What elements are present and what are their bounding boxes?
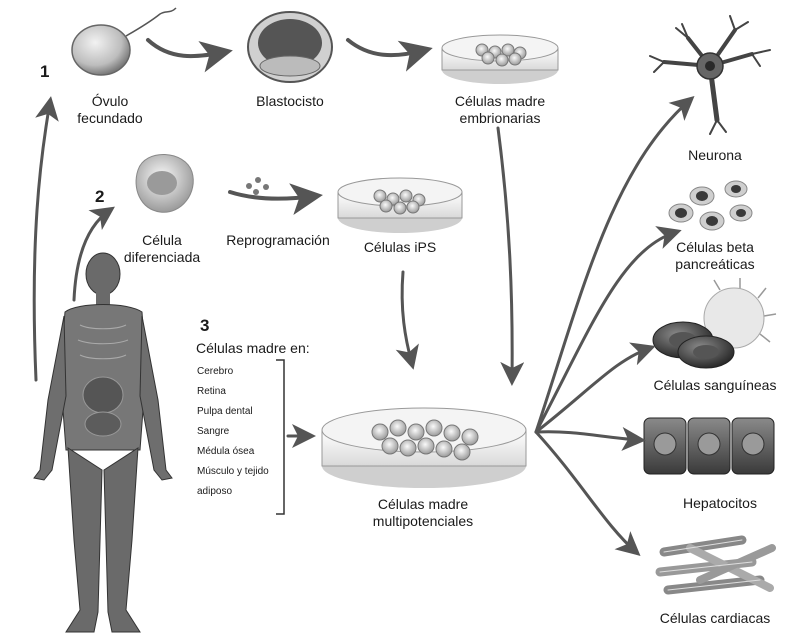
fertilized-egg-icon	[72, 8, 176, 75]
label-beta-line2: pancreáticas	[655, 256, 775, 273]
label-beta-cells: Células beta pancreáticas	[655, 239, 775, 273]
label-fertilized-egg-line1: Óvulo	[60, 93, 160, 110]
label-embryonic-line2: embrionarias	[440, 110, 560, 127]
label-differentiated-line2: diferenciada	[112, 249, 212, 266]
source-item: Músculo y tejido	[197, 462, 269, 482]
sources-bracket	[276, 360, 284, 514]
label-multipotent-line1: Células madre	[363, 496, 483, 513]
hepatocytes-icon	[644, 418, 774, 474]
label-hepatocytes: Hepatocitos	[660, 495, 780, 512]
cardiac-cells-icon	[660, 540, 772, 590]
label-blastocyst: Blastocisto	[240, 93, 340, 110]
label-differentiated-cell: Célula diferenciada	[112, 232, 212, 266]
step-number-2: 2	[95, 187, 104, 207]
label-embryonic-line1: Células madre	[440, 93, 560, 110]
label-beta-line1: Células beta	[655, 239, 775, 256]
label-blood-cells: Células sanguíneas	[640, 377, 790, 394]
label-multipotent-line2: multipotenciales	[363, 513, 483, 530]
source-item: Sangre	[197, 422, 229, 442]
blastocyst-icon	[248, 12, 332, 82]
neuron-icon	[650, 16, 770, 134]
multipotent-dish-icon	[322, 408, 526, 488]
label-embryonic: Células madre embrionarias	[440, 93, 560, 127]
source-item: Cerebro	[197, 362, 233, 382]
label-neuron: Neurona	[670, 147, 760, 164]
human-body-icon	[34, 253, 172, 632]
sources-heading: Células madre en:	[196, 340, 336, 357]
label-fertilized-egg-line2: fecundado	[60, 110, 160, 127]
label-cardiac-cells: Células cardiacas	[640, 610, 790, 627]
ips-dish-icon	[338, 178, 462, 233]
differentiated-cell-icon	[136, 154, 193, 212]
source-item: Retina	[197, 382, 226, 402]
reprogramming-factors-icon	[246, 177, 269, 195]
blood-cells-icon	[653, 278, 776, 368]
source-item: Pulpa dental	[197, 402, 253, 422]
label-fertilized-egg: Óvulo fecundado	[60, 93, 160, 127]
embryonic-dish-icon	[442, 35, 558, 84]
label-reprogramming: Reprogramación	[218, 232, 338, 249]
step-number-3: 3	[200, 316, 209, 336]
step-number-1: 1	[40, 62, 49, 82]
label-multipotent: Células madre multipotenciales	[363, 496, 483, 530]
label-differentiated-line1: Célula	[112, 232, 212, 249]
source-item: Médula ósea	[197, 442, 254, 462]
label-ips: Células iPS	[350, 239, 450, 256]
source-item: adiposo	[197, 482, 232, 502]
pancreatic-beta-cells-icon	[669, 181, 752, 230]
